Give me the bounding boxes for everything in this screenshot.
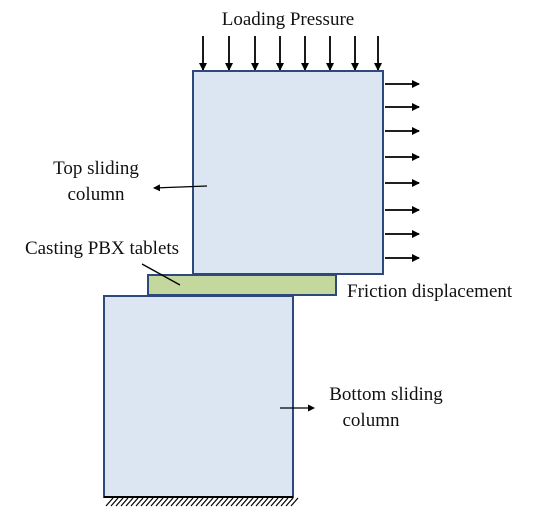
hatch-mark bbox=[280, 497, 289, 507]
hatch-mark bbox=[155, 497, 164, 507]
tablets-pointer bbox=[141, 263, 181, 286]
hatch-mark bbox=[110, 497, 119, 507]
hatch-mark bbox=[150, 497, 159, 507]
displacement-arrows bbox=[385, 80, 420, 262]
hatch-mark bbox=[275, 497, 284, 507]
hatch-mark bbox=[195, 497, 204, 507]
hatch-mark bbox=[130, 497, 139, 507]
hatch-mark bbox=[205, 497, 214, 507]
hatch-mark bbox=[120, 497, 129, 507]
pbx-tablet bbox=[147, 274, 337, 296]
hatch-mark bbox=[115, 497, 124, 507]
hatch-mark bbox=[210, 497, 219, 507]
bottom-sliding-column bbox=[103, 295, 294, 498]
hatch-mark bbox=[165, 497, 174, 507]
hatch-mark bbox=[185, 497, 194, 507]
hatch-mark bbox=[260, 497, 269, 507]
hatch-mark bbox=[190, 497, 199, 507]
hatch-mark bbox=[105, 497, 114, 507]
top-sliding-column bbox=[192, 70, 384, 275]
top-column-label-line1: Top sliding bbox=[53, 158, 139, 179]
bottom-column-label-line2: column bbox=[343, 410, 400, 431]
hatch-mark bbox=[220, 497, 229, 507]
hatch-mark bbox=[170, 497, 179, 507]
hatch-mark bbox=[290, 497, 299, 507]
hatch-mark bbox=[230, 497, 239, 507]
hatch-mark bbox=[135, 497, 144, 507]
hatch-mark bbox=[255, 497, 264, 507]
friction-displacement-label: Friction displacement bbox=[347, 281, 513, 302]
hatch-mark bbox=[125, 497, 134, 507]
hatch-mark bbox=[160, 497, 169, 507]
hatch-mark bbox=[200, 497, 209, 507]
pressure-arrows bbox=[199, 36, 382, 71]
loading-pressure-label: Loading Pressure bbox=[222, 9, 354, 30]
hatch-mark bbox=[285, 497, 294, 507]
hatch-mark bbox=[145, 497, 154, 507]
hatch-mark bbox=[250, 497, 259, 507]
hatch-mark bbox=[265, 497, 274, 507]
bottom-column-label-line1: Bottom sliding bbox=[329, 384, 443, 405]
ground-hatching bbox=[104, 496, 299, 507]
hatch-mark bbox=[175, 497, 184, 507]
hatch-mark bbox=[180, 497, 189, 507]
hatch-mark bbox=[245, 497, 254, 507]
hatch-mark bbox=[215, 497, 224, 507]
hatch-mark bbox=[270, 497, 279, 507]
hatch-mark bbox=[140, 497, 149, 507]
top-column-pointer bbox=[153, 184, 208, 192]
hatch-mark bbox=[235, 497, 244, 507]
hatch-mark bbox=[225, 497, 234, 507]
top-column-label-line2: column bbox=[68, 184, 125, 205]
hatch-mark bbox=[240, 497, 249, 507]
tablets-label: Casting PBX tablets bbox=[25, 238, 179, 259]
